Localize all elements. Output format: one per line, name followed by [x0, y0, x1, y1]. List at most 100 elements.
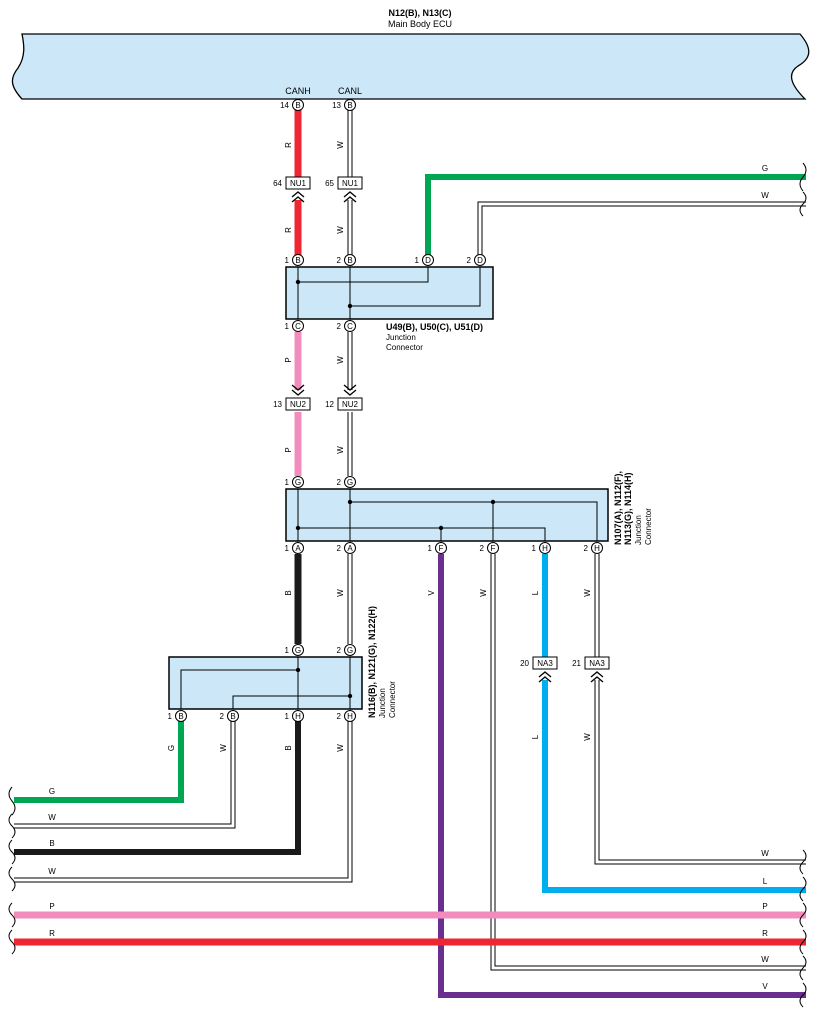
wire-n116-h1-b [14, 720, 301, 855]
wire-label-right-l: L [763, 877, 768, 886]
wire-n107-f1-v [438, 554, 806, 998]
svg-text:B: B [295, 101, 300, 110]
svg-text:1: 1 [285, 256, 290, 265]
svg-text:2: 2 [337, 544, 342, 553]
svg-text:2: 2 [337, 712, 342, 721]
n116-junction-connector: G1 G2 B1 B2 H1 H2 N116(B), N121(G), N122… [168, 606, 397, 722]
wire-label-nu2-out2: W [336, 446, 345, 454]
main-body-ecu: N12(B), N13(C) Main Body ECU CANH CANL [11, 8, 810, 100]
svg-text:B: B [295, 256, 300, 265]
svg-text:Junction: Junction [386, 333, 416, 342]
wire-label-n107-h1: L [531, 590, 540, 595]
n107-connector-title: N107(A), N112(F), [613, 471, 623, 545]
svg-text:2: 2 [337, 646, 342, 655]
svg-text:A: A [295, 544, 301, 553]
u-connector-title: U49(B), U50(C), U51(D) [386, 322, 483, 332]
svg-text:NU1: NU1 [290, 179, 307, 188]
svg-text:1: 1 [415, 256, 420, 265]
svg-text:F: F [439, 544, 444, 553]
wire-label-n107-a1: B [284, 590, 293, 595]
svg-text:1: 1 [532, 544, 537, 553]
wire-top-right-g [425, 174, 806, 255]
wire-label-left-b: B [49, 839, 54, 848]
svg-text:G: G [295, 478, 301, 487]
svg-text:2: 2 [467, 256, 472, 265]
wire-label-left-g: G [49, 787, 55, 796]
svg-text:H: H [295, 712, 301, 721]
wire-label-u-out2: W [336, 356, 345, 364]
svg-text:Connector: Connector [386, 343, 423, 352]
svg-text:2: 2 [337, 478, 342, 487]
n107-junction-connector: G1 G2 A1 A2 F1 F2 H1 H2 N107(A), N112(F)… [285, 471, 653, 554]
svg-text:NU2: NU2 [290, 400, 307, 409]
inline-connector-nu2-13: NU2 13 [273, 384, 311, 411]
svg-text:1: 1 [285, 646, 290, 655]
svg-text:14: 14 [280, 101, 289, 110]
svg-text:21: 21 [572, 659, 581, 668]
inline-connector-nu2-12: NU2 12 [325, 384, 363, 411]
svg-text:2: 2 [337, 256, 342, 265]
svg-text:B: B [230, 712, 235, 721]
ecu-body [11, 33, 810, 100]
wire-labels: R W R W G W P W P W B W V W L W L W G W … [48, 141, 769, 991]
svg-text:H: H [594, 544, 600, 553]
wire-label-n116-h2: W [336, 744, 345, 752]
wire-label-na3-w: W [583, 733, 592, 741]
svg-text:B: B [347, 256, 352, 265]
wire-label-right-r: R [762, 929, 768, 938]
wire-na3-l [542, 680, 806, 893]
wire-label-canl-mid: W [336, 226, 345, 234]
wire-break-marks [8, 162, 807, 1008]
svg-text:G: G [295, 646, 301, 655]
svg-text:Connector: Connector [644, 508, 653, 545]
svg-text:NU1: NU1 [342, 179, 359, 188]
wire-label-left-p: P [49, 902, 54, 911]
wire-label-canh-mid: R [284, 227, 293, 233]
svg-text:G: G [347, 478, 353, 487]
pin-name-canl: CANL [338, 86, 362, 96]
ecu-title: N12(B), N13(C) [388, 8, 451, 18]
svg-text:NU2: NU2 [342, 400, 359, 409]
wire-label-left-w1: W [48, 813, 56, 822]
svg-text:1: 1 [285, 322, 290, 331]
svg-text:2: 2 [220, 712, 225, 721]
svg-text:D: D [477, 256, 483, 265]
svg-text:B: B [178, 712, 183, 721]
wire-label-na3-l: L [531, 734, 540, 739]
wire-label-left-r: R [49, 929, 55, 938]
inline-connector-nu1-64: NU1 64 [273, 176, 311, 203]
u-junction-connector: B1 B2 D1 D2 C1 C2 U49(B), U50(C), U51(D)… [285, 254, 494, 352]
wire-n116-b2-w [14, 720, 236, 829]
inline-connector-na3-20: NA3 20 [520, 656, 558, 683]
n107-connector-body [285, 488, 609, 542]
wire-label-top-right-g: G [762, 164, 768, 173]
svg-text:1: 1 [285, 478, 290, 487]
svg-text:20: 20 [520, 659, 529, 668]
svg-text:N113(G), N114(H): N113(G), N114(H) [623, 472, 633, 545]
ecu-pin-canh [292, 99, 304, 111]
u-connector-body [285, 266, 494, 320]
ecu-subtitle: Main Body ECU [388, 19, 452, 29]
svg-text:1: 1 [428, 544, 433, 553]
n116-connector-body [168, 656, 363, 710]
svg-text:1: 1 [168, 712, 173, 721]
svg-text:C: C [295, 322, 301, 331]
wire-label-canh-upper: R [284, 142, 293, 148]
svg-text:2: 2 [480, 544, 485, 553]
svg-text:B: B [347, 101, 352, 110]
n116-connector-title: N116(B), N121(G), N122(H) [367, 606, 377, 718]
svg-text:Connector: Connector [388, 681, 397, 718]
wire-label-right-w1: W [761, 849, 769, 858]
svg-text:13: 13 [332, 101, 341, 110]
svg-text:64: 64 [273, 179, 282, 188]
wire-label-canl-upper: W [336, 141, 345, 149]
svg-text:F: F [491, 544, 496, 553]
svg-text:H: H [347, 712, 353, 721]
pin-name-canh: CANH [285, 86, 311, 96]
svg-text:65: 65 [325, 179, 334, 188]
inline-connector-nu1-65: NU1 65 [325, 176, 363, 203]
wire-label-left-w2: W [48, 867, 56, 876]
wire-label-right-p: P [762, 902, 767, 911]
wire-label-n107-h2: W [583, 589, 592, 597]
